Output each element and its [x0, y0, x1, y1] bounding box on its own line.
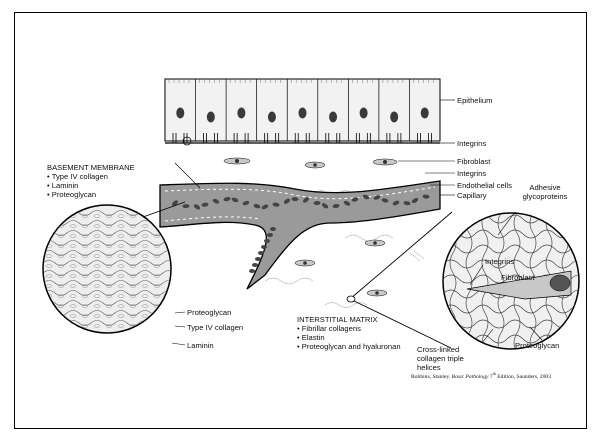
- bm-item-laminin: Laminin: [47, 181, 135, 190]
- citation-author: Robbins, Stanley.: [411, 374, 450, 380]
- ecm-diagram: [15, 13, 587, 429]
- citation-edition-suffix: th: [493, 371, 496, 376]
- label-proteoglycan-left: Proteoglycan: [187, 308, 231, 317]
- interstitial-matrix-title: INTERSTITIAL MATRIX: [297, 315, 378, 324]
- label-inset-fibroblast: Fibroblast: [501, 273, 534, 282]
- bm-item-proteoglycan: Proteoglycan: [47, 190, 135, 199]
- im-item-fibrillar-collagens: Fibrillar collagens: [297, 324, 401, 333]
- label-fibroblast: Fibroblast: [457, 157, 490, 166]
- basement-membrane-legend: BASEMENT MEMBRANE Type IV collagen Lamin…: [47, 163, 135, 199]
- slide: Epithelium Integrins Fibroblast Integrin…: [14, 12, 587, 429]
- label-integrins-mid: Integrins: [457, 169, 486, 178]
- label-laminin: Laminin: [187, 341, 214, 350]
- label-endothelial-cells: Endothelial cells: [457, 181, 512, 190]
- citation-book: Basic Pathology: [452, 374, 489, 380]
- im-item-elastin: Elastin: [297, 333, 401, 342]
- label-capillary: Capillary: [457, 191, 487, 200]
- label-integrins-top: Integrins: [457, 139, 486, 148]
- label-epithelium: Epithelium: [457, 96, 492, 105]
- bm-item-type-iv-collagen: Type IV collagen: [47, 172, 135, 181]
- capillary: [160, 181, 440, 289]
- label-adhesive-glycoproteins: Adhesive glycoproteins: [515, 183, 575, 201]
- interstitial-matrix-legend: INTERSTITIAL MATRIX Fibrillar collagens …: [297, 315, 401, 351]
- label-inset-integrins: Integrins: [485, 257, 514, 266]
- label-type-iv-collagen: Type IV collagen: [187, 323, 243, 332]
- citation-rest: Edition, Saunders, 2003: [497, 374, 551, 380]
- basement-membrane-title: BASEMENT MEMBRANE: [47, 163, 135, 172]
- epithelial-cells: [165, 79, 440, 143]
- citation: Robbins, Stanley. Basic Pathology 7th Ed…: [411, 371, 551, 380]
- label-cross-linked-collagen: Cross-linked collagen triple helices: [417, 345, 483, 372]
- im-item-proteoglycan-hyaluronan: Proteoglycan and hyaluronan: [297, 342, 401, 351]
- label-proteoglycan-right: Proteoglycan: [515, 341, 559, 350]
